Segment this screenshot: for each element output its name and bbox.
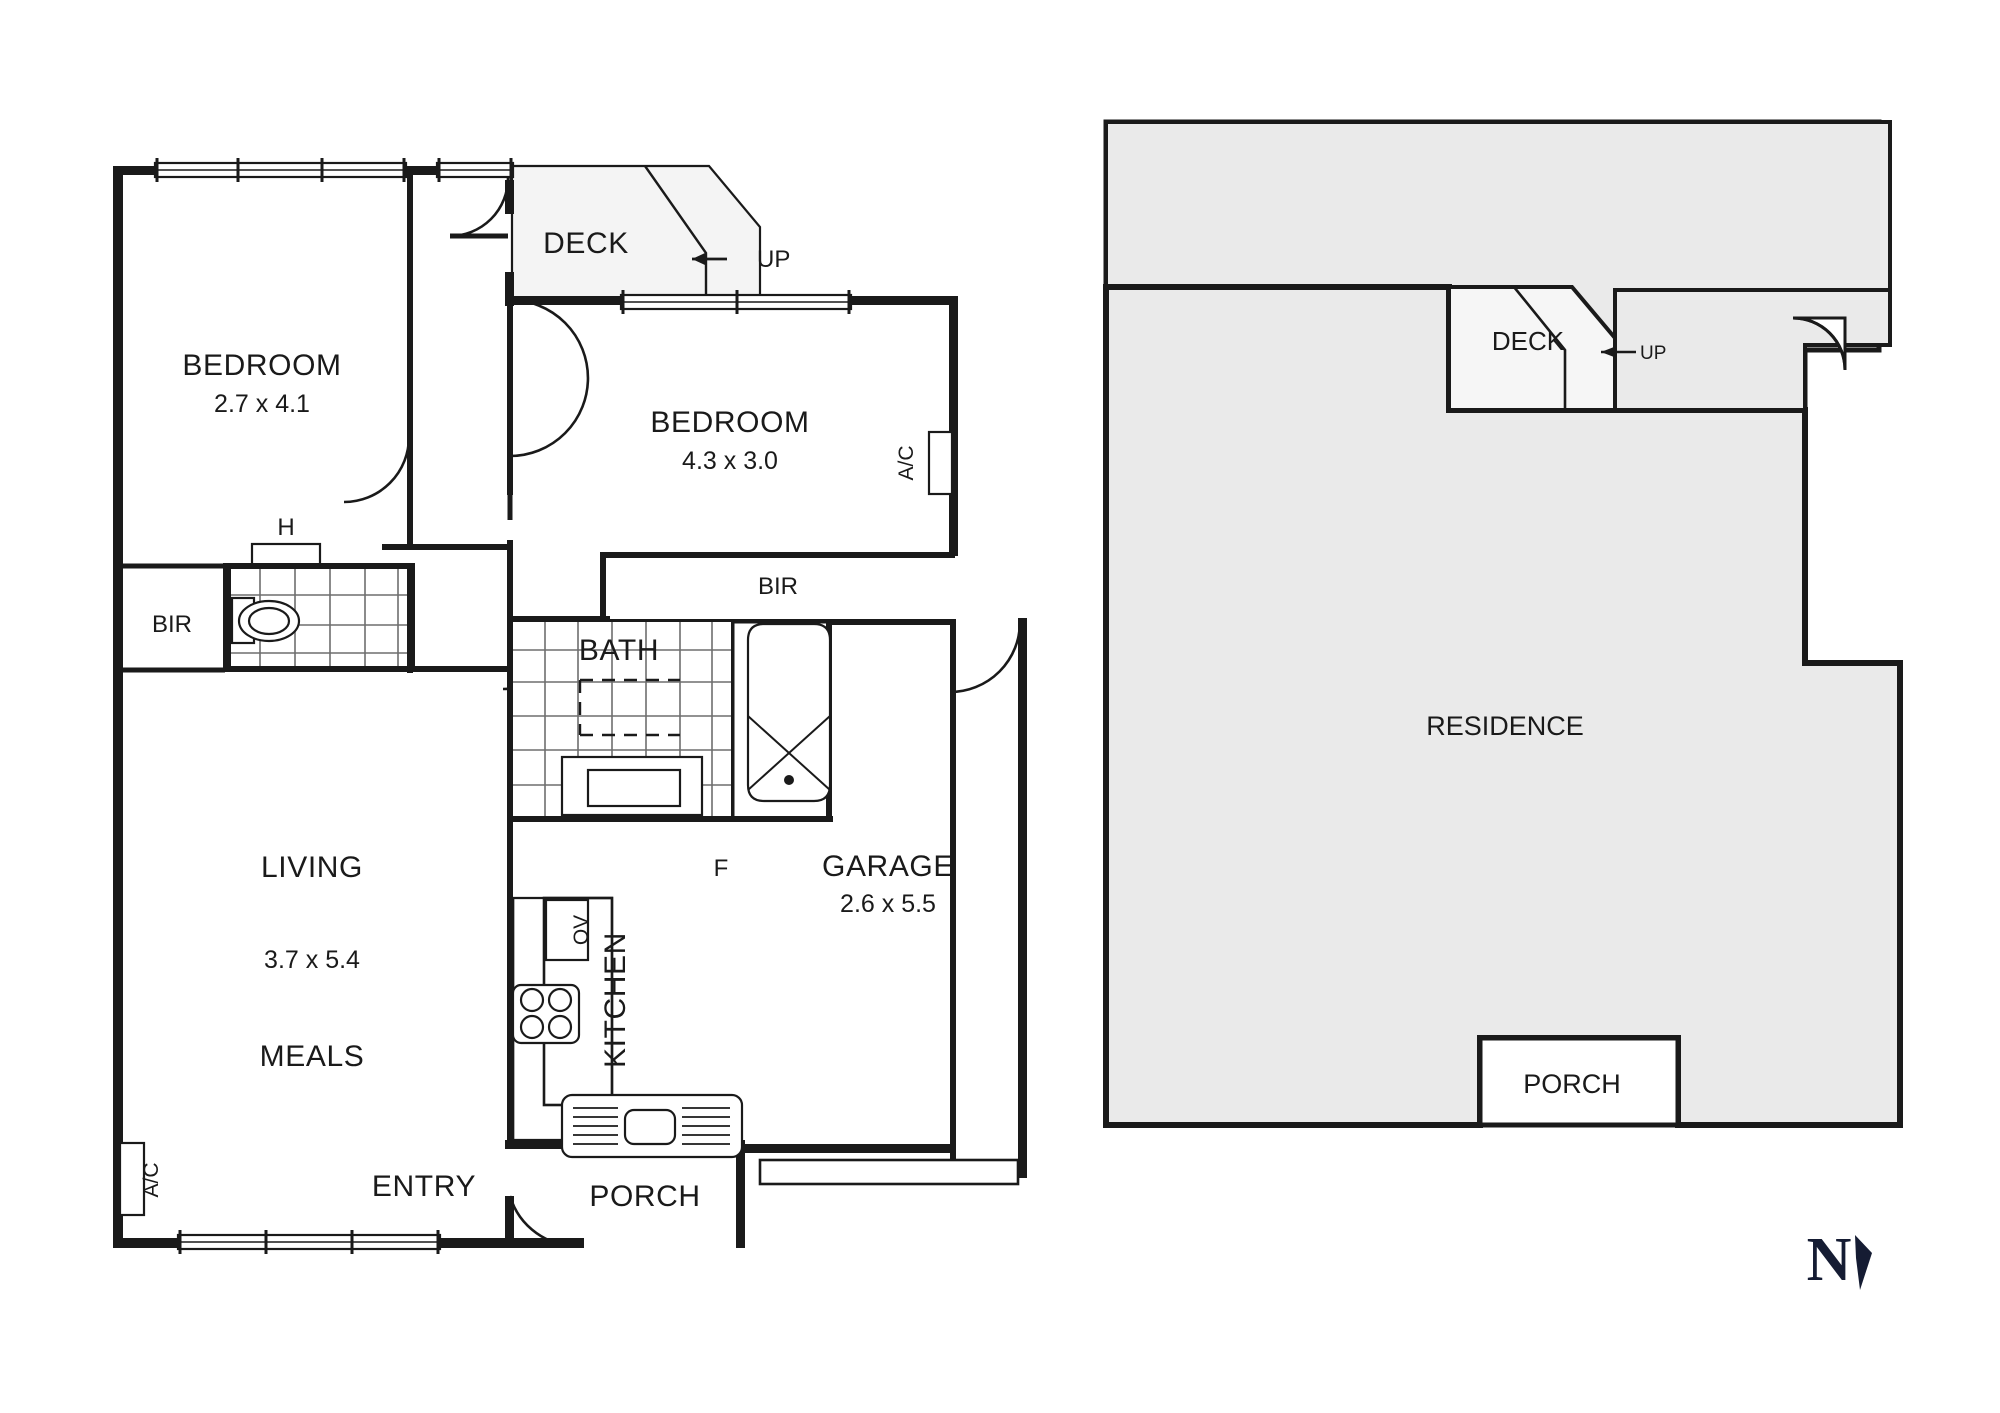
ac-unit-left — [118, 1141, 146, 1217]
wall-garage-right — [1018, 618, 1027, 1178]
wall-bir-left — [600, 552, 606, 625]
wall-garage-left-upper — [950, 619, 956, 885]
entry-label: ENTRY — [372, 1170, 476, 1203]
wall-bed2-left-b — [507, 540, 513, 870]
floor-plan-drawing: DECK UP — [113, 158, 1027, 1254]
kitchen-label: KITCHEN — [599, 932, 632, 1068]
bedroom2-dims: 4.3 x 3.0 — [682, 447, 778, 475]
garage-door — [758, 1158, 1020, 1186]
wall-bed1-right — [407, 170, 413, 548]
bir-left-label: BIR — [152, 611, 192, 638]
bir-right-label: BIR — [758, 573, 798, 600]
living-label: LIVING — [261, 851, 363, 884]
fridge-label: F — [714, 855, 729, 882]
kitchen-area: OV — [511, 855, 744, 1159]
wall-top-bed1-a — [113, 166, 155, 175]
wall-wc-right — [407, 563, 413, 673]
wall-hall-top — [382, 544, 513, 550]
window-bed1-top — [153, 158, 408, 182]
wall-porch-garage-join — [736, 1144, 956, 1153]
site-porch-shape — [1477, 1035, 1681, 1128]
site-up-arrow: UP — [1601, 343, 1666, 364]
window-hall-top — [435, 158, 515, 182]
wall-wc-top — [225, 563, 413, 569]
oven-unit — [544, 898, 590, 962]
wall-entry-threshold — [510, 1238, 584, 1248]
site-residence-label: RESIDENCE — [1426, 711, 1584, 741]
living-dims: 3.7 x 5.4 — [264, 946, 360, 974]
wall-living-right — [507, 816, 513, 1146]
wall-porch-top-a — [505, 1140, 610, 1149]
site-porch-label: PORCH — [1523, 1069, 1621, 1099]
bedroom1-dims: 2.7 x 4.1 — [214, 390, 310, 418]
wall-deck-left-top — [505, 180, 514, 214]
wall-bottom-a — [113, 1238, 178, 1248]
wall-porch-right — [736, 1140, 745, 1248]
oven-label: OV — [570, 915, 593, 945]
wall-bath-top — [507, 616, 610, 625]
wall-bottom-b — [440, 1238, 513, 1248]
deck-up-arrow: UP — [692, 246, 790, 273]
wall-bath-bottom-2 — [513, 816, 833, 822]
porch-label: PORCH — [589, 1180, 700, 1213]
site-up-label: UP — [1640, 343, 1666, 364]
wall-left-exterior — [113, 166, 123, 1247]
ac-left-label: A/C — [140, 1162, 163, 1197]
window-living-bottom — [176, 1230, 442, 1254]
meals-label: MEALS — [260, 1040, 365, 1073]
deck-label: DECK — [543, 227, 629, 260]
site-plan-drawing: RESIDENCE DECK PORCH UP — [1103, 119, 1903, 1128]
wall-deck-under — [505, 296, 621, 305]
deck-up-label: UP — [757, 246, 790, 273]
hot-water-label: H — [277, 514, 294, 541]
wall-entry-jamb — [505, 1196, 514, 1246]
ac-unit-right — [927, 430, 954, 496]
bath-label: BATH — [579, 634, 659, 667]
deck-area: DECK UP — [510, 164, 790, 305]
wall-bir-top — [600, 552, 955, 558]
bathroom-area: BATH — [513, 619, 833, 822]
wall-bed2-right — [949, 296, 958, 556]
wall-wc-bottom — [225, 666, 515, 672]
ac-right-label: A/C — [895, 445, 918, 480]
ac-units: A/C A/C — [118, 430, 954, 1217]
garage-label: GARAGE — [822, 850, 954, 883]
site-deck-label: DECK — [1492, 326, 1565, 356]
north-letter: N — [1807, 1226, 1852, 1294]
bedroom1-label: BEDROOM — [182, 349, 341, 382]
wall-bed2-top-right — [851, 296, 958, 305]
site-shape-layers — [1103, 120, 1903, 1128]
wall-deck-left-bottom — [505, 272, 514, 306]
wall-wc-left — [225, 565, 231, 671]
garage-dims: 2.6 x 5.5 — [840, 890, 936, 918]
wall-garage-left-lower — [950, 885, 956, 1165]
wall-bed2-left-a — [507, 300, 513, 495]
north-pointer-icon — [1855, 1235, 1872, 1290]
wc-area: H BIR — [123, 514, 515, 673]
bedroom2-label: BEDROOM — [650, 406, 809, 439]
hot-water-unit — [250, 542, 322, 568]
north-arrow: N — [1807, 1226, 1872, 1294]
